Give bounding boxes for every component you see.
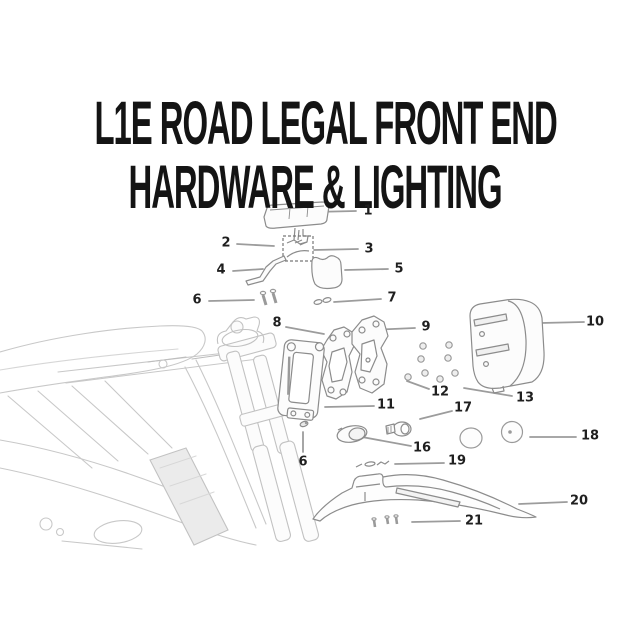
part-label-8: 8 (272, 315, 282, 331)
part-label-5: 5 (394, 261, 404, 277)
bracket-plate-9-drawing (351, 315, 389, 394)
part-label-19: 19 (447, 453, 467, 469)
part-label-17: 17 (453, 400, 473, 416)
mount-bracket-drawing (245, 255, 287, 286)
bracket-plate-8-drawing (320, 326, 356, 400)
clips-7-drawing (313, 297, 332, 305)
part-label-11: 11 (376, 397, 396, 413)
fastener-set-12-drawing (404, 341, 459, 383)
part-label-10: 10 (585, 314, 605, 330)
screws-21-drawing (371, 514, 399, 528)
part-label-7: 7 (387, 290, 397, 306)
frame-bracket-11-drawing (277, 339, 325, 421)
screws-6-drawing (259, 288, 278, 306)
front-fork-drawing (216, 316, 320, 542)
part-label-6b: 6 (298, 454, 308, 470)
hardware-kit-drawing (282, 235, 314, 262)
part-label-4: 4 (216, 262, 226, 278)
clips-19-drawing (355, 460, 390, 468)
part-label-12: 12 (430, 384, 450, 400)
title-line-2: HARDWARE & LIGHTING (128, 152, 502, 222)
indicator-16-drawing (336, 425, 368, 443)
front-fender-drawing (312, 473, 537, 522)
part-label-16: 16 (412, 440, 432, 456)
part-label-20: 20 (569, 493, 589, 509)
part-label-2: 2 (221, 235, 231, 251)
screw-6b-drawing (299, 420, 309, 428)
bulb-17-drawing (385, 421, 412, 437)
headlight-housing-drawing (469, 298, 545, 394)
bike-frame-drawing (0, 325, 267, 550)
part-label-9: 9 (421, 319, 431, 335)
cover-shield-drawing (311, 255, 343, 290)
part-label-21: 21 (464, 513, 484, 529)
part-label-6: 6 (192, 292, 202, 308)
part-label-13: 13 (515, 390, 535, 406)
speedometer-drawing (263, 201, 330, 245)
part-label-3: 3 (364, 241, 374, 257)
lenses-18-drawing (459, 420, 524, 449)
part-label-18: 18 (580, 428, 600, 444)
title-line-1: L1E ROAD LEGAL FRONT END (94, 88, 558, 158)
part-label-1: 1 (363, 203, 373, 219)
parts-drawings (245, 201, 545, 528)
leader-lines (208, 210, 585, 523)
